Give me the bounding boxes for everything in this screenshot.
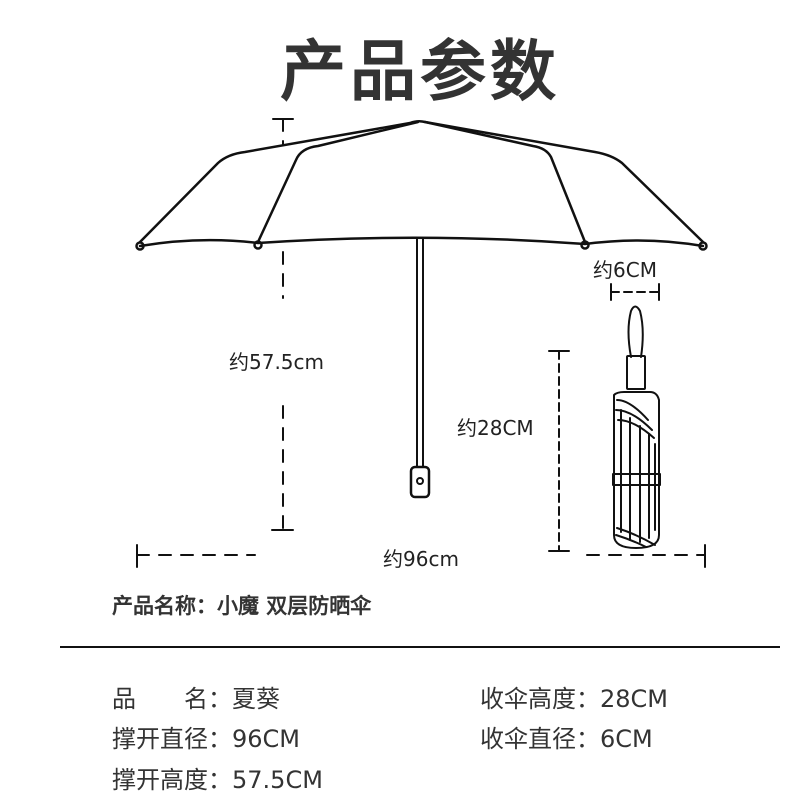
spec-item-folded-diameter: 收伞直径：6CM	[480, 719, 653, 754]
product-name-label: 产品名称：	[112, 594, 217, 618]
folded-height-label: 约28CM	[457, 416, 534, 440]
folded-diameter-label: 约6CM	[593, 258, 657, 282]
open-diameter-label: 约96cm	[383, 547, 459, 571]
open-umbrella-icon	[135, 119, 708, 499]
spec-item-folded-height: 收伞高度：28CM	[480, 679, 668, 714]
spec-label: 品 名：	[112, 685, 232, 713]
folded-height-dimension-line	[548, 350, 570, 552]
spec-label: 收伞直径：	[480, 725, 600, 753]
folded-diameter-dimension-line	[610, 283, 660, 301]
spec-item-open-height: 撑开高度：57.5CM	[112, 760, 323, 795]
spec-label: 收伞高度：	[480, 685, 600, 713]
product-name-value: 小魔 双层防晒伞	[217, 594, 372, 618]
spec-item-name: 品 名：夏葵	[112, 679, 280, 714]
page-title: 产品参数	[280, 33, 560, 110]
spec-value: 6CM	[600, 725, 653, 753]
spec-value: 28CM	[600, 685, 669, 713]
spec-label: 撑开高度：	[112, 766, 232, 794]
folded-umbrella-icon	[612, 305, 661, 549]
open-height-dimension-line	[271, 118, 294, 531]
spec-item-open-diameter: 撑开直径：96CM	[112, 719, 300, 754]
open-height-label: 约57.5cm	[229, 350, 325, 374]
spec-value: 57.5CM	[232, 766, 323, 794]
open-diameter-dimension-line	[136, 544, 706, 568]
spec-value: 夏葵	[232, 685, 280, 713]
spec-value: 96CM	[232, 725, 301, 753]
spec-label: 撑开直径：	[112, 725, 232, 753]
section-divider	[60, 646, 780, 648]
product-name: 产品名称：小魔 双层防晒伞	[112, 590, 371, 620]
